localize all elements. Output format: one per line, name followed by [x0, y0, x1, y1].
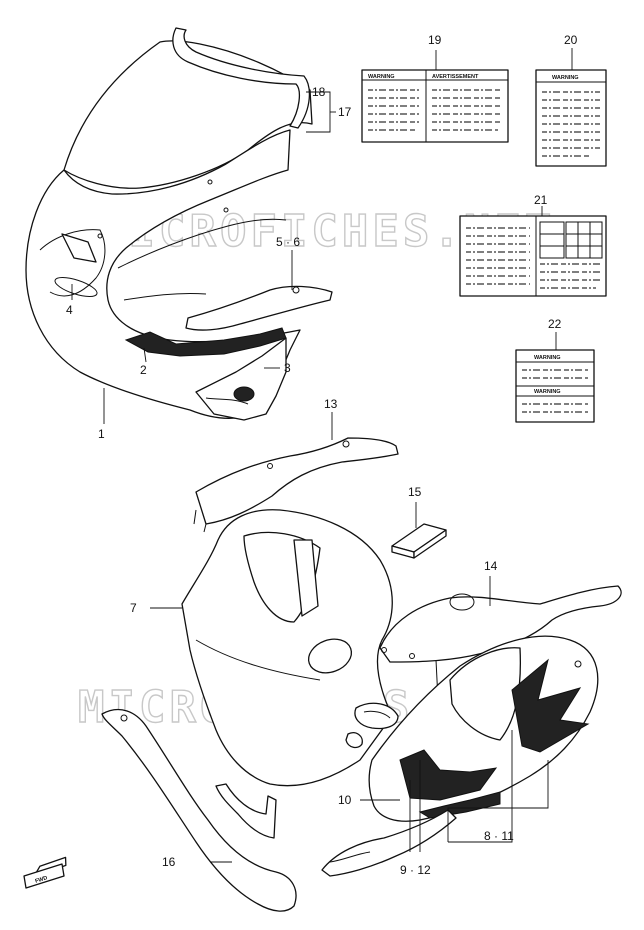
belly-panel-9-12: [321, 809, 457, 877]
callout-7: 7: [130, 601, 137, 615]
label-22-bottom-text: WARNING: [534, 389, 561, 395]
bracket-5-6: [185, 285, 333, 331]
side-cowling-opening: [307, 638, 353, 674]
lower-cowling: [321, 585, 622, 877]
callout-20: 20: [564, 33, 578, 47]
label-22-top-text: WARNING: [534, 355, 561, 361]
callout-18: 18: [312, 85, 326, 99]
callout-4: 4: [66, 303, 73, 317]
fairing-inner-line: [39, 229, 106, 297]
callout-10: 10: [338, 793, 352, 807]
inner-panel-16-flap: [215, 783, 277, 839]
callout-22: 22: [548, 317, 562, 331]
side-cowling-vent-inner: [293, 539, 319, 617]
rubber-grommet: [354, 702, 399, 730]
upper-bracket-13: [195, 437, 399, 525]
callout-13: 13: [324, 397, 338, 411]
inner-panel-hole: [233, 386, 255, 402]
label-19-right-text: AVERTISSEMENT: [432, 74, 479, 80]
callout-9-12: 9 · 12: [400, 863, 431, 877]
callout-2: 2: [140, 363, 147, 377]
callout-8-11: 8 · 11: [484, 829, 514, 843]
label-19-warning-avertissement: WARNING AVERTISSEMENT: [361, 69, 509, 143]
callout-17: 17: [338, 105, 352, 119]
callout-5-6: 5 · 6: [276, 235, 300, 249]
turn-signal-slot: [54, 276, 98, 298]
label-20-warning: WARNING: [535, 69, 607, 167]
label-21-spec-chart: [459, 215, 607, 297]
lower-decal-graphic: [511, 658, 590, 753]
callout-14: 14: [484, 559, 498, 573]
callout-21: 21: [534, 193, 548, 207]
leader-lines: [71, 48, 573, 863]
side-cowling: [181, 437, 399, 787]
label-22-warning: WARNING WARNING: [515, 349, 595, 423]
label-20-text: WARNING: [552, 75, 579, 81]
callout-1: 1: [98, 427, 105, 441]
inner-panel-16: [101, 709, 297, 912]
fwd-label: FWD: [34, 875, 48, 885]
side-decal-stripe: [124, 327, 287, 357]
intake-vent: [61, 233, 97, 263]
side-cowling-body: [181, 509, 393, 787]
callout-16: 16: [162, 855, 176, 869]
rubber-plug: [345, 732, 363, 749]
callout-15: 15: [408, 485, 422, 499]
windscreen-trim: [172, 27, 310, 129]
fwd-arrow-icon: FWD: [23, 856, 67, 889]
label-19-left-text: WARNING: [368, 74, 395, 80]
upper-cowling: [25, 27, 333, 421]
cushion-pad-15: [391, 523, 447, 559]
callout-numbers: 1 2 3 4 5 · 6 7 8 · 11 9 · 12 10 13 14 1…: [66, 33, 578, 877]
inner-panel-16-body: [101, 709, 297, 912]
callout-3: 3: [284, 361, 291, 375]
callout-19: 19: [428, 33, 442, 47]
